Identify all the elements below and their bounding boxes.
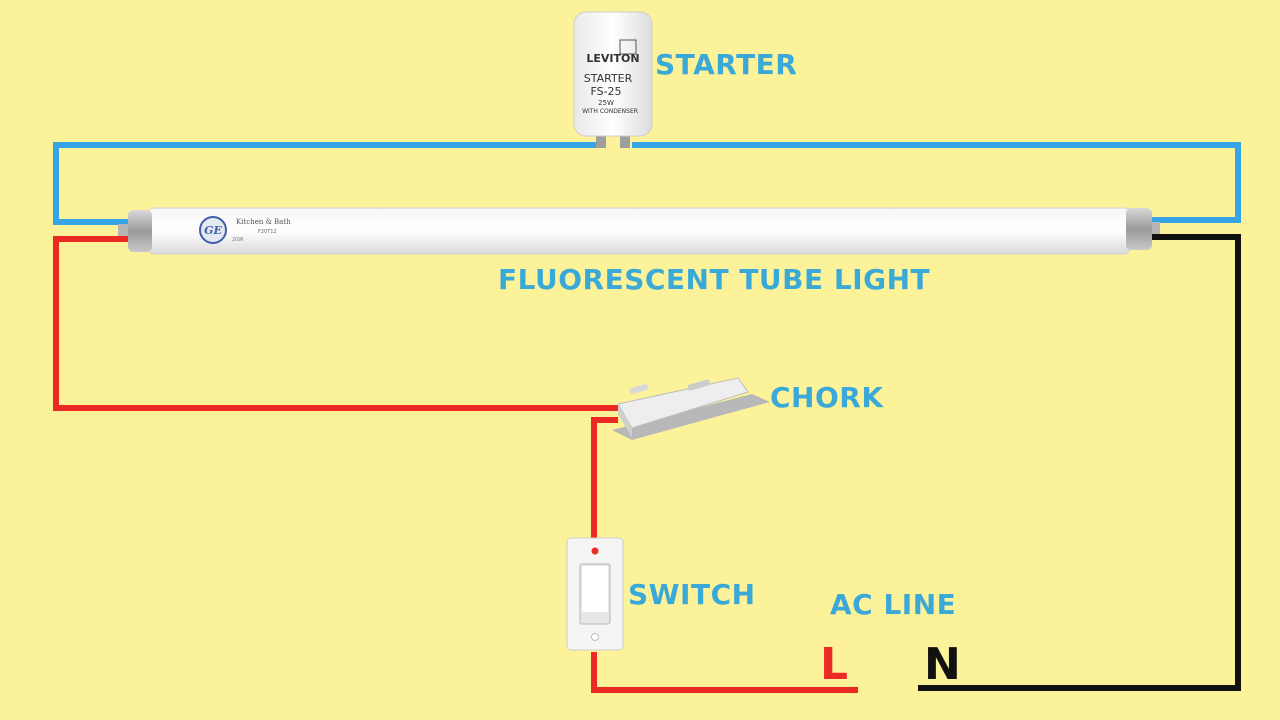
tube-print-left: 20W: [232, 237, 243, 243]
blue-wire-right: [632, 142, 1241, 223]
red-wire-tube-to-chork: [53, 236, 620, 411]
blue-wire-left: [53, 142, 597, 225]
starter-print-line3: 25W: [598, 99, 614, 107]
starter-print-line1: STARTER: [584, 72, 633, 85]
red-wire-chork-to-switch: [591, 417, 618, 540]
starter-brand: LEVITON: [586, 52, 639, 65]
tube-print-line1: Kitchen & Bath: [236, 218, 291, 226]
wall-switch-icon: [566, 537, 624, 651]
starter-label: STARTER: [655, 48, 798, 81]
ac-line-label: AC LINE: [830, 588, 957, 621]
tube-label: FLUORESCENT TUBE LIGHT: [498, 263, 931, 296]
chork-label: CHORK: [770, 381, 884, 414]
neutral-terminal-label: N: [924, 639, 961, 690]
black-wire-neutral: [918, 234, 1241, 691]
starter-can-icon: LEVITON STARTER FS-25 25W WITH CONDENSER: [573, 11, 653, 148]
line-terminal-label: L: [820, 639, 849, 690]
ballast-choke-icon: [612, 377, 770, 440]
red-wire-switch-to-L: [591, 652, 858, 693]
fluorescent-tube-icon: GE Kitchen & Bath F20T12 20W: [118, 207, 1160, 255]
tube-logo: GE: [204, 224, 222, 237]
switch-label: SWITCH: [628, 578, 756, 611]
starter-print-line4: WITH CONDENSER: [582, 108, 638, 115]
tube-print-line2: F20T12: [258, 229, 277, 235]
starter-print-line2: FS-25: [590, 85, 621, 98]
